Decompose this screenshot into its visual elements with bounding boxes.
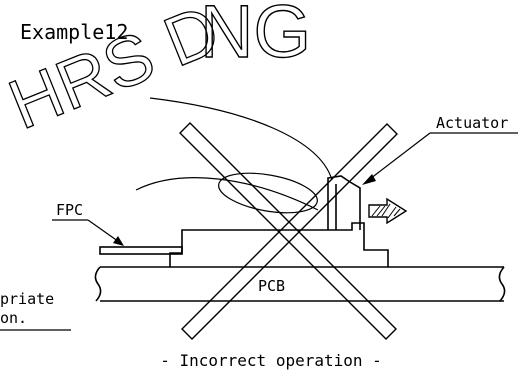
side-note-line-2: on.: [0, 309, 27, 327]
actuator-leader-arrow-icon: [362, 174, 376, 185]
verdict-ng: NG: [200, 0, 311, 73]
actuator-leader: [365, 132, 518, 183]
side-note-line-1: priate: [0, 290, 54, 308]
motion-arrow-icon: [368, 197, 408, 225]
caption: - Incorrect operation -: [160, 351, 382, 370]
pcb-label: PCB: [258, 277, 285, 295]
example-label: Example12: [20, 20, 128, 44]
connector-housing: [169, 222, 389, 267]
finger-sketch: [135, 97, 333, 214]
arrow-hatching: [371, 203, 401, 219]
pcb-board: [94, 266, 506, 302]
incorrect-cross: [179, 122, 398, 340]
actuator: [327, 175, 361, 230]
fpc-leader-arrow-icon: [113, 236, 124, 246]
actuator-label: Actuator: [436, 114, 508, 132]
fpc-label: FPC: [56, 201, 83, 219]
fpc-cable: [99, 246, 183, 255]
fpc-leader: [52, 219, 123, 245]
